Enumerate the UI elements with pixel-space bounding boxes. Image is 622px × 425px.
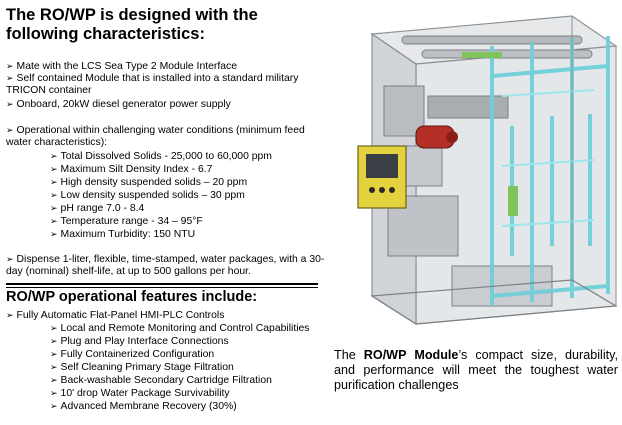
bullet-dispense: Dispense 1-liter, flexible, time-stamped… — [6, 253, 326, 278]
ro-wp-module-rendering — [332, 6, 620, 340]
feature-drop-survivability: 10' drop Water Package Survivability — [50, 387, 330, 401]
module-caption: The RO/WP Module’s compact size, durabil… — [334, 348, 618, 393]
caption-bold: RO/WP Module — [363, 348, 459, 362]
bullet-generator: Onboard, 20kW diesel generator power sup… — [6, 98, 326, 111]
condition-ph: pH range 7.0 - 8.4 — [50, 202, 326, 215]
feature-monitoring: Local and Remote Monitoring and Control … — [50, 322, 330, 336]
bullet-hmi-plc: Fully Automatic Flat-Panel HMI-PLC Contr… — [6, 309, 326, 322]
feature-containerized: Fully Containerized Configuration — [50, 348, 330, 362]
section-divider — [6, 283, 318, 285]
condition-turbidity: Maximum Turbidity: 150 NTU — [50, 228, 326, 241]
condition-temperature: Temperature range - 34 – 95°F — [50, 215, 326, 228]
feature-self-cleaning: Self Cleaning Primary Stage Filtration — [50, 361, 330, 375]
feature-membrane-recovery: Advanced Membrane Recovery (30%) — [50, 400, 330, 414]
caption-suffix: ’s compact size, durability, and perform… — [334, 348, 618, 392]
feature-backwash: Back-washable Secondary Cartridge Filtra… — [50, 374, 330, 388]
bullet-water-conditions: Operational within challenging water con… — [6, 124, 326, 149]
bullet-tricon: Self contained Module that is installed … — [6, 72, 326, 97]
section-divider-thin — [6, 287, 318, 288]
condition-tds: Total Dissolved Solids - 25,000 to 60,00… — [50, 150, 326, 163]
feature-plug-play: Plug and Play Interface Connections — [50, 335, 330, 349]
condition-high-density: High density suspended solids – 20 ppm — [50, 176, 326, 189]
heading-characteristics: The RO/WP is designed with the following… — [6, 6, 258, 43]
condition-low-density: Low density suspended solids – 30 ppm — [50, 189, 326, 202]
caption-prefix: The — [334, 348, 364, 362]
bullet-sea-type: Mate with the LCS Sea Type 2 Module Inte… — [6, 60, 326, 73]
condition-sdi: Maximum Silt Density Index - 6.7 — [50, 163, 326, 176]
heading-features: RO/WP operational features include: — [6, 289, 258, 305]
